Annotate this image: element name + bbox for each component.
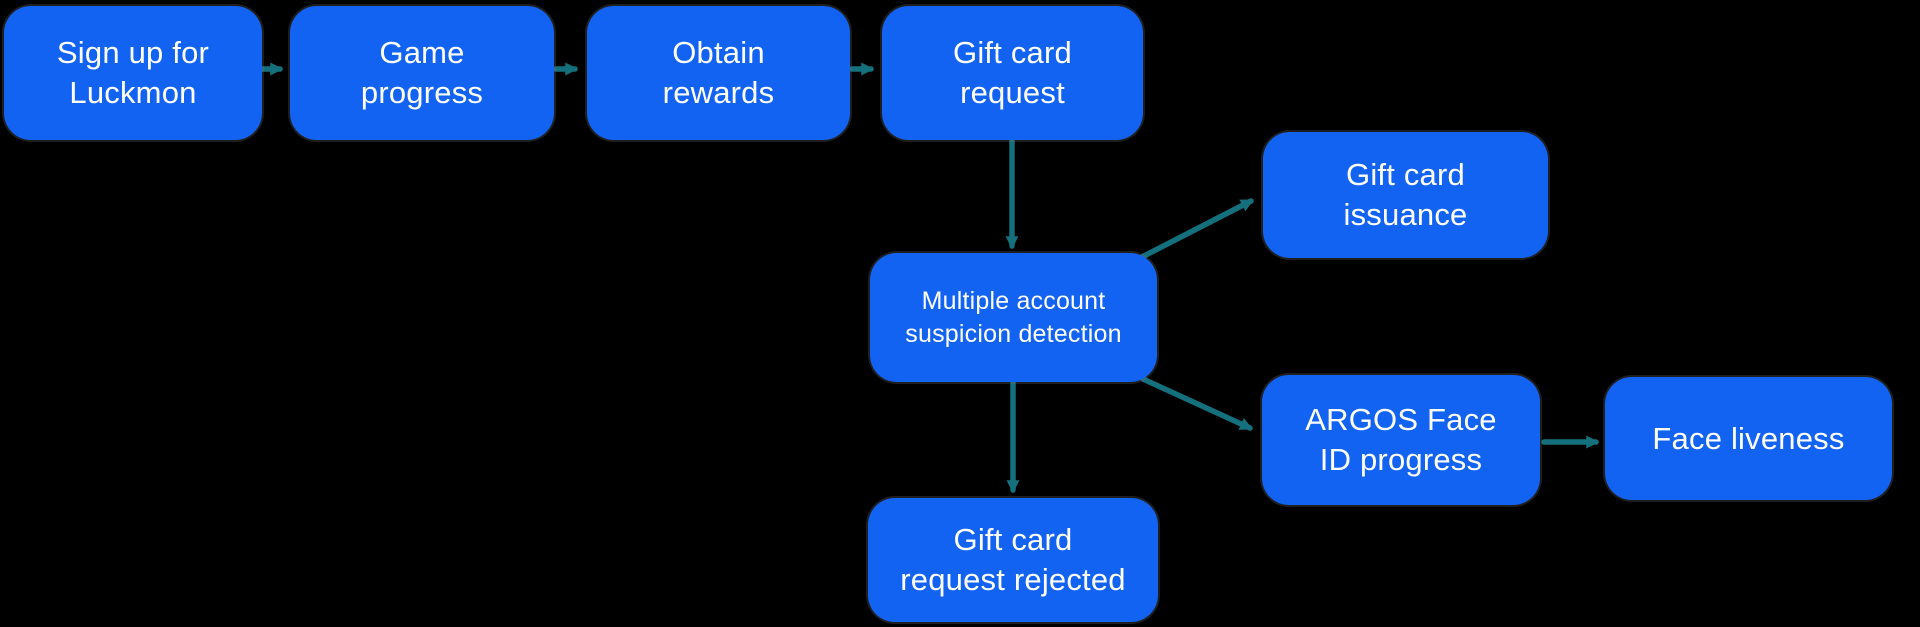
node-label: Gift card request [953,35,1072,110]
node-label: ARGOS Face ID progress [1305,402,1497,477]
node-argos-face-id-progress[interactable]: ARGOS Face ID progress [1262,375,1540,505]
node-label: Face liveness [1652,420,1845,456]
node-label: Gift card request rejected [900,522,1126,597]
node-gift-card-request[interactable]: Gift card request [882,6,1143,140]
node-obtain-rewards[interactable]: Obtain rewards [587,6,850,140]
node-gift-card-request-rejected[interactable]: Gift card request rejected [868,498,1158,622]
node-label: Multiple account suspicion detection [905,287,1122,348]
node-multiple-account-suspicion-detection[interactable]: Multiple account suspicion detection [870,253,1157,382]
edge-suspicion-detection-to-gift-card-issuance [1139,198,1254,260]
node-label: Game progress [360,35,484,110]
node-label: Sign up for Luckmon [56,35,210,110]
node-label: Obtain rewards [662,35,775,110]
edge-suspicion-detection-to-argos-face-id [1140,376,1253,431]
node-label: Gift card issuance [1343,157,1468,232]
node-sign-up-for-luckmon[interactable]: Sign up for Luckmon [4,6,262,140]
node-game-progress[interactable]: Game progress [290,6,554,140]
node-face-liveness[interactable]: Face liveness [1605,377,1892,500]
node-gift-card-issuance[interactable]: Gift card issuance [1263,132,1548,258]
